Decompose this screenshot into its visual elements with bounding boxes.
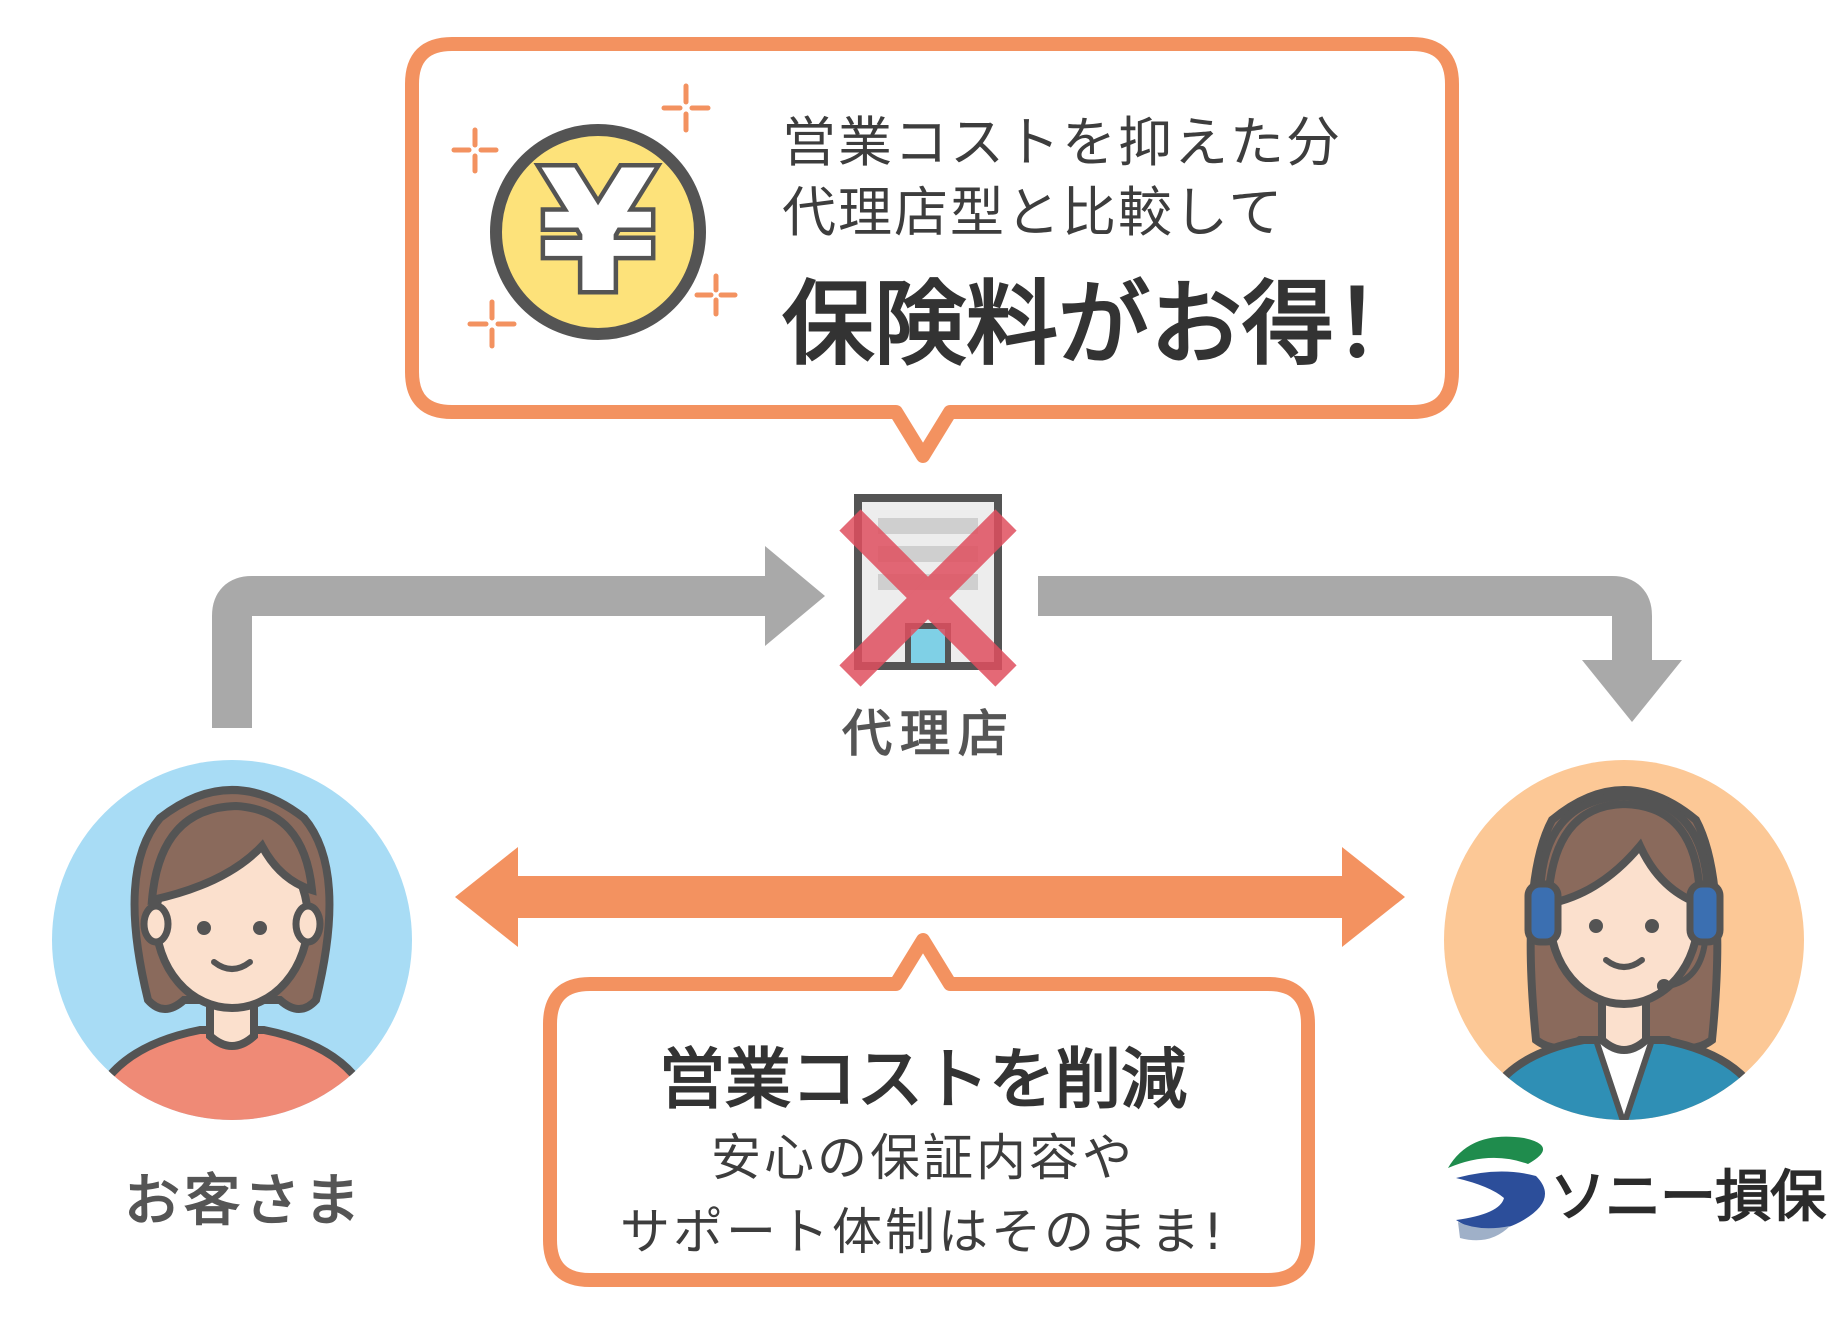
- customer-label: お客さま: [124, 1169, 364, 1234]
- cross-mark-icon: [839, 509, 1017, 687]
- top-callout-line1: 営業コストを抑えた分: [782, 111, 1342, 174]
- sparkle-icon: [451, 127, 499, 174]
- bottom-callout-bubble: [543, 933, 1315, 1287]
- sparkle-icon: [694, 273, 738, 317]
- customer-avatar: [52, 760, 412, 1120]
- yen-symbol: ¥: [540, 134, 657, 330]
- bottom-callout-line3: サポート体制はそのまま!: [619, 1203, 1227, 1261]
- operator-avatar: [1444, 760, 1804, 1120]
- top-callout-line2: 代理店型と比較して: [782, 181, 1285, 244]
- double-arrow: [455, 847, 1405, 947]
- top-callout-headline: 保険料がお得！: [782, 271, 1427, 378]
- route-arrow-to-company: [1038, 576, 1682, 722]
- company-label: ソニー損保: [1550, 1165, 1826, 1230]
- agency-label: 代理店: [842, 705, 1016, 763]
- yen-coin-icon: ¥: [490, 124, 706, 340]
- bottom-callout-headline: 営業コストを削減: [659, 1041, 1187, 1118]
- sparkle-icon: [661, 83, 711, 133]
- headset-icon: [1524, 791, 1724, 993]
- bottom-callout-line2: 安心の保証内容や: [711, 1129, 1135, 1187]
- sony-logo-mark-icon: [1448, 1136, 1545, 1241]
- top-callout-bubble: [405, 37, 1459, 463]
- sparkle-icon: [467, 299, 517, 349]
- route-arrow-to-agency: [212, 546, 825, 728]
